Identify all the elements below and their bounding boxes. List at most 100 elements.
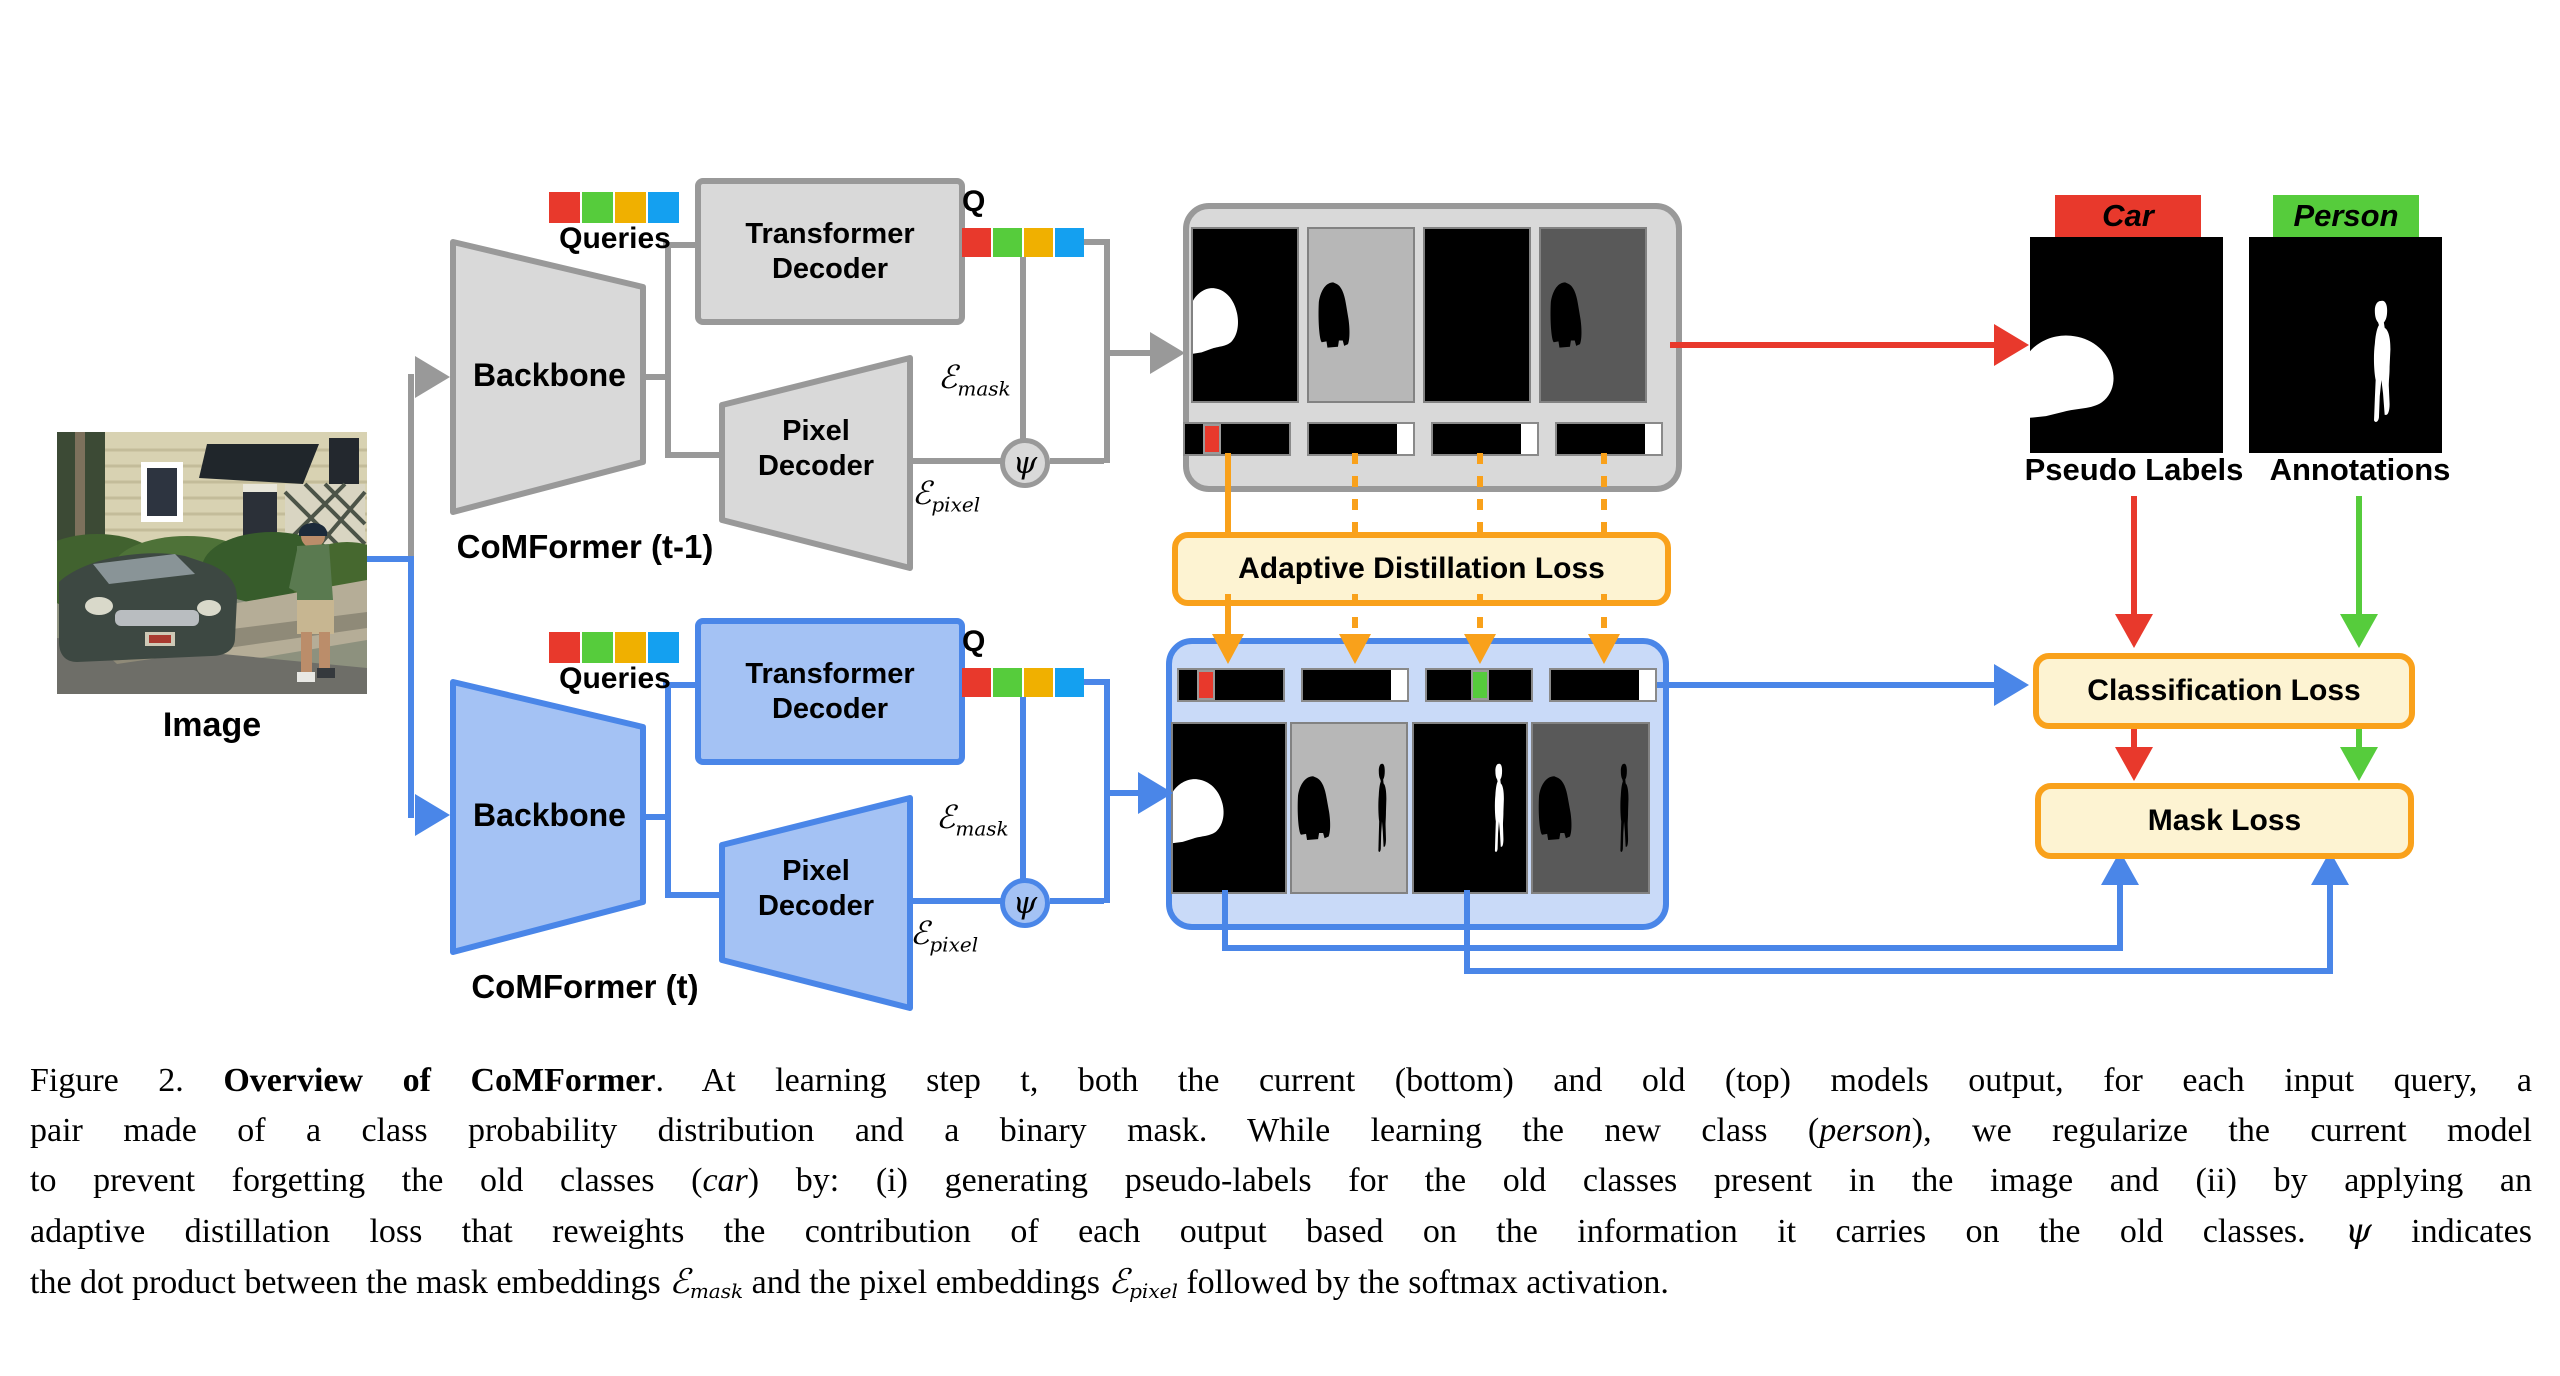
arrow-red-into-maskloss bbox=[2115, 747, 2153, 781]
mask-loss-label: Mask Loss bbox=[2147, 804, 2302, 837]
new-pixel-decoder-line2: Decoder bbox=[757, 890, 875, 922]
old-bar2-white-bin bbox=[1397, 424, 1413, 454]
new-q-token-red bbox=[962, 668, 991, 697]
old-out-line bbox=[1110, 350, 1154, 356]
old-transformer-decoder-line1: Transformer bbox=[745, 217, 915, 250]
distill-line-3-top bbox=[1477, 453, 1483, 532]
arrow-into-classification bbox=[1994, 664, 2029, 706]
new-q-label: Q bbox=[962, 625, 986, 658]
image-label: Image bbox=[162, 706, 262, 744]
old-prob-bar-4 bbox=[1555, 422, 1663, 456]
old-epixel-label: ℰpixel bbox=[912, 474, 981, 517]
annotations-label: Annotations bbox=[2269, 452, 2451, 487]
old-pixel-decoder-line1: Pixel bbox=[782, 415, 850, 447]
old-queries-label: Queries bbox=[559, 222, 671, 255]
old-backbone-label: Backbone bbox=[473, 357, 626, 393]
new-queries-stub bbox=[663, 682, 695, 688]
new-psi-symbol: ψ bbox=[1012, 885, 1038, 921]
new-pixel-decoder-shape bbox=[719, 795, 913, 1011]
old-query-token-yellow bbox=[615, 192, 646, 223]
person-tag: Person bbox=[2273, 195, 2419, 237]
arrow-into-pseudo-mask bbox=[1994, 324, 2029, 366]
distill-line-1-top bbox=[1225, 453, 1231, 532]
old-pixel-decoder-shape bbox=[719, 355, 913, 571]
new-query-token-blue bbox=[648, 632, 679, 663]
pseudo-labels-mask bbox=[2030, 237, 2223, 453]
new-q-token-green bbox=[993, 668, 1022, 697]
pseudo-labels-label: Pseudo Labels bbox=[2024, 452, 2244, 487]
old-query-token-red bbox=[549, 192, 580, 223]
classification-loss-label: Classification Loss bbox=[2087, 674, 2361, 707]
new-feature-bus bbox=[665, 682, 671, 898]
old-psi-symbol: ψ bbox=[1012, 445, 1038, 481]
new-output-bus bbox=[1104, 679, 1110, 903]
distill-line-4-bottom bbox=[1601, 594, 1607, 636]
person-tag-label: Person bbox=[2293, 198, 2399, 233]
new-psi-node: ψ bbox=[1000, 878, 1050, 928]
arrow-annotations-classification bbox=[2340, 614, 2378, 648]
old-mask-1 bbox=[1191, 227, 1299, 403]
new-query-token-red bbox=[549, 632, 580, 663]
old-q-right-stub bbox=[1084, 239, 1106, 245]
arrow-into-old-panel bbox=[1150, 332, 1185, 374]
distill-line-3-bottom bbox=[1477, 594, 1483, 636]
old-transformer-decoder: Transformer Decoder bbox=[695, 178, 965, 325]
old-mask-3 bbox=[1423, 227, 1531, 403]
old-q-token-blue bbox=[1055, 228, 1084, 257]
new-pixeldec-out bbox=[913, 898, 1001, 904]
arrow-into-old-backbone bbox=[415, 356, 450, 398]
old-bar1-red-bin bbox=[1203, 424, 1221, 454]
old-q-token-yellow bbox=[1024, 228, 1053, 257]
maskloss-route-a-v1 bbox=[1222, 890, 1228, 951]
new-mask-4 bbox=[1531, 722, 1650, 894]
old-backbone-shape bbox=[450, 239, 646, 515]
annotations-mask bbox=[2249, 237, 2442, 453]
new-prob-bar-4 bbox=[1549, 668, 1657, 702]
old-query-token-green bbox=[582, 192, 613, 223]
new-bar4-white-bin bbox=[1639, 670, 1655, 700]
new-bar2-white-bin bbox=[1391, 670, 1407, 700]
arrow-green-into-maskloss bbox=[2340, 747, 2378, 781]
maskloss-route-a-v2 bbox=[2117, 884, 2123, 951]
distill-arrow-3 bbox=[1464, 634, 1496, 664]
old-q-token-red bbox=[962, 228, 991, 257]
distill-line-2-bottom bbox=[1352, 594, 1358, 636]
new-query-token-yellow bbox=[615, 632, 646, 663]
new-psi-to-bus bbox=[1050, 898, 1104, 904]
old-feature-bus bbox=[665, 242, 671, 458]
maskloss-route-b-h bbox=[1464, 968, 2333, 974]
new-q-token-yellow bbox=[1024, 668, 1053, 697]
distill-line-4-top bbox=[1601, 453, 1607, 532]
annotations-to-classification bbox=[2356, 496, 2362, 618]
old-bar3-white-bin bbox=[1521, 424, 1537, 454]
image-to-new-line bbox=[408, 556, 414, 818]
classification-loss-box: Classification Loss bbox=[2033, 653, 2415, 729]
old-query-token-blue bbox=[648, 192, 679, 223]
distill-arrow-1 bbox=[1212, 634, 1244, 664]
old-backbone-out bbox=[643, 374, 667, 380]
new-epixel-label: ℰpixel bbox=[910, 914, 979, 957]
caption-line-5: the dot product between the mask embeddi… bbox=[30, 1262, 1669, 1303]
arrow-pseudo-classification bbox=[2115, 614, 2153, 648]
distill-line-1-bottom bbox=[1225, 594, 1231, 636]
new-pixel-decoder-line1: Pixel bbox=[782, 855, 850, 887]
arrow-into-new-backbone bbox=[415, 794, 450, 836]
caption-line-1: Figure 2. Overview of CoMFormer. At lear… bbox=[30, 1062, 2532, 1099]
maskloss-route-b-v2 bbox=[2327, 884, 2333, 974]
new-panel-to-classification bbox=[1657, 682, 1994, 688]
maskloss-route-a-h bbox=[1222, 945, 2123, 951]
caption-line-4: adaptive distillation loss that reweight… bbox=[30, 1211, 2533, 1251]
new-prob-bar-1 bbox=[1177, 668, 1285, 702]
old-q-down-line bbox=[1020, 257, 1026, 439]
old-pixeldec-out bbox=[913, 458, 1001, 464]
caption-line-3: to prevent forgetting the old classes (c… bbox=[30, 1162, 2533, 1199]
figure-caption: Figure 2. Overview of CoMFormer. At lear… bbox=[30, 1056, 2532, 1316]
old-queries-stub bbox=[663, 242, 695, 248]
old-prob-bar-3 bbox=[1431, 422, 1539, 456]
new-transformer-decoder-line2: Decoder bbox=[771, 692, 889, 725]
distill-line-2-top bbox=[1352, 453, 1358, 532]
old-q-label: Q bbox=[962, 185, 986, 218]
new-q-token-blue bbox=[1055, 668, 1084, 697]
new-queries-label: Queries bbox=[559, 662, 671, 695]
